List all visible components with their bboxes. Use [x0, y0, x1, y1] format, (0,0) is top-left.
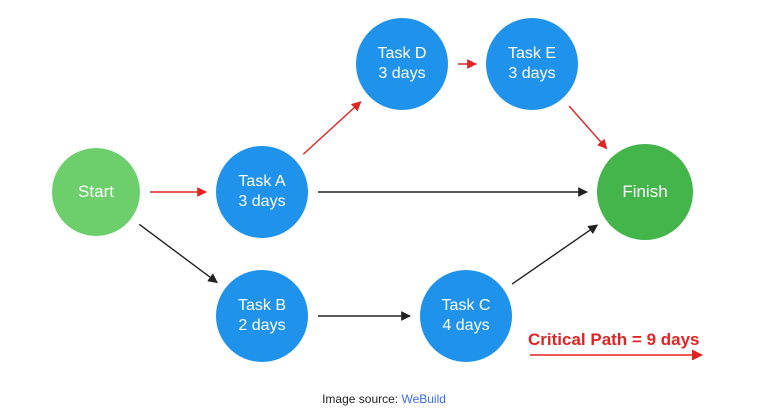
task-a-duration: 3 days: [238, 193, 286, 210]
task-a-node: Task A 3 days: [216, 146, 308, 238]
edge-task-a-to-task-d: [302, 101, 362, 155]
task-c-name: Task C: [441, 297, 491, 314]
task-e-node: Task E 3 days: [486, 18, 578, 110]
task-b-duration: 2 days: [238, 317, 286, 334]
task-d-name: Task D: [377, 45, 427, 62]
task-e-duration: 3 days: [508, 65, 556, 82]
task-d-node: Task D 3 days: [356, 18, 448, 110]
edge-task-e-to-finish: [568, 105, 608, 150]
task-e-name: Task E: [507, 45, 556, 62]
image-caption: Image source: WeBuild: [0, 392, 768, 406]
start-node: Start: [52, 148, 140, 236]
task-b-name: Task B: [237, 297, 286, 314]
task-c-node: Task C 4 days: [420, 270, 512, 362]
critical-path-text: Critical Path = 9 days: [528, 330, 700, 349]
task-d-duration: 3 days: [378, 65, 426, 82]
caption-prefix: Image source:: [322, 392, 402, 406]
task-a-name: Task A: [238, 173, 286, 190]
start-label: Start: [78, 182, 114, 201]
task-c-duration: 4 days: [442, 317, 490, 334]
finish-label: Finish: [622, 182, 668, 201]
edge-task-c-to-finish: [511, 224, 599, 285]
finish-node: Finish: [597, 144, 693, 240]
edge-start-to-task-b: [138, 223, 218, 284]
task-b-node: Task B 2 days: [216, 270, 308, 362]
critical-path-label: Critical Path = 9 days: [528, 330, 708, 360]
critical-path-arrow: [530, 349, 704, 360]
caption-source-link[interactable]: WeBuild: [401, 392, 446, 406]
